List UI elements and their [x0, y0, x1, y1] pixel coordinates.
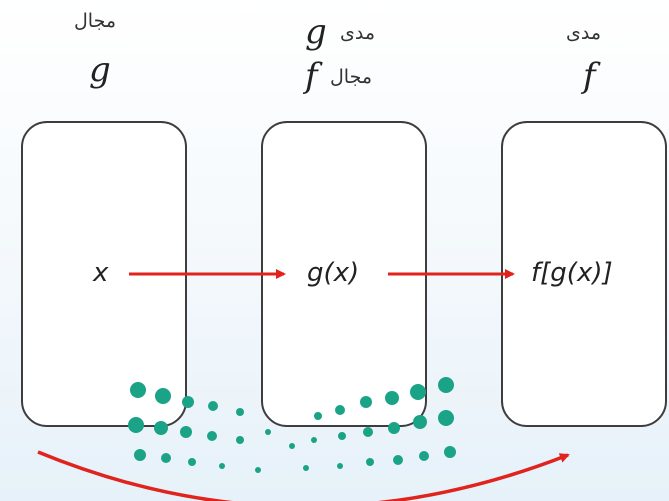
composite-arc-arrow: [37, 450, 570, 501]
expr-fgx: f[g(x)]: [531, 258, 613, 288]
decorative-dot: [236, 436, 244, 444]
range-f-heading: مدى: [566, 22, 602, 44]
decorative-dot: [130, 382, 146, 398]
expr-x: x: [93, 258, 109, 288]
decorative-dot: [419, 451, 429, 461]
decorative-dot: [438, 377, 454, 393]
decorative-dot: [180, 426, 192, 438]
decorative-dot: [161, 453, 171, 463]
dot-cluster: [128, 377, 456, 473]
range-g-label: مدى: [340, 22, 376, 44]
decorative-dot: [188, 458, 196, 466]
decorative-dot: [385, 391, 399, 405]
expr-gx: g(x): [307, 258, 360, 288]
decorative-dot: [311, 437, 317, 443]
decorative-dot: [337, 463, 343, 469]
decorative-dot: [444, 446, 456, 458]
decorative-dot: [393, 455, 403, 465]
decorative-dot: [360, 396, 372, 408]
decorative-dot: [314, 412, 322, 420]
decorative-dot: [128, 417, 144, 433]
range-f-symbol: f: [583, 56, 596, 96]
decorative-dot: [255, 467, 261, 473]
decorative-dot: [155, 388, 171, 404]
decorative-dot: [438, 410, 454, 426]
decorative-dot: [303, 465, 309, 471]
decorative-dot: [413, 415, 427, 429]
range-g-symbol: g: [305, 12, 327, 52]
domain-g-heading: مجال: [74, 10, 117, 32]
decorative-dot: [236, 408, 244, 416]
decorative-dot: [366, 458, 374, 466]
domain-f-label: مجال: [330, 66, 373, 88]
decorative-dot: [219, 463, 225, 469]
decorative-dot: [338, 432, 346, 440]
decorative-dot: [335, 405, 345, 415]
domain-g-symbol: g: [89, 50, 111, 90]
domain-f-symbol: f: [305, 56, 318, 96]
decorative-dot: [410, 384, 426, 400]
decorative-dot: [182, 396, 194, 408]
decorative-dot: [207, 431, 217, 441]
decorative-dot: [265, 429, 271, 435]
decorative-dot: [289, 443, 295, 449]
decorative-dot: [208, 401, 218, 411]
decorative-dot: [134, 449, 146, 461]
decorative-dot: [363, 427, 373, 437]
decorative-dot: [154, 421, 168, 435]
decorative-dot: [388, 422, 400, 434]
